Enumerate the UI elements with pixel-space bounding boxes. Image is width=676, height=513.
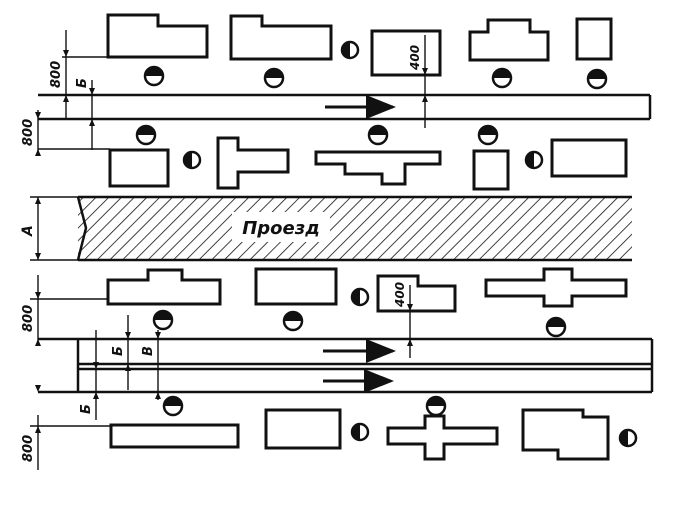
machine-outline [264, 408, 342, 450]
worker-marker-icon [618, 428, 638, 448]
worker-marker-icon [182, 150, 202, 170]
machine-row-2 [108, 136, 628, 191]
machine-outline [472, 149, 510, 191]
machine-outline [314, 150, 442, 186]
dimension-400-top: 400 [408, 45, 422, 71]
worker-markers-row-4 [162, 395, 638, 448]
worker-marker-icon [586, 68, 608, 90]
worker-marker-icon [340, 40, 360, 60]
dimension-b-mid: Б [111, 346, 126, 356]
machine-outline [106, 268, 222, 306]
machine-outline [216, 136, 290, 190]
machine-outline [521, 408, 610, 461]
dimension-ticks [35, 50, 428, 433]
conveyor-1 [38, 93, 652, 121]
dimension-b-low: Б [79, 404, 94, 414]
worker-marker-icon [162, 395, 184, 417]
worker-marker-icon [477, 124, 499, 146]
worker-marker-icon [350, 287, 370, 307]
dimension-800-row2: 800 [21, 119, 36, 146]
worker-marker-icon [152, 309, 174, 331]
machine-outline [106, 13, 209, 59]
passage-label: Проезд [242, 218, 320, 239]
worker-markers-row-2 [135, 124, 544, 170]
machine-row-4 [109, 408, 610, 461]
worker-marker-icon [367, 124, 389, 146]
dimension-b-top: Б [75, 78, 90, 88]
machine-outline [550, 138, 628, 178]
worker-marker-icon [263, 67, 285, 89]
worker-marker-icon [282, 310, 304, 332]
passage-strip [76, 195, 632, 262]
machine-outline [370, 29, 442, 77]
machine-outline [575, 17, 613, 61]
dimension-lines [30, 30, 426, 470]
dimension-400-low: 400 [393, 282, 407, 308]
machine-outline [108, 148, 170, 188]
machine-outline [229, 14, 333, 61]
dimension-800-top: 800 [49, 61, 64, 88]
machine-row-1 [106, 13, 613, 77]
worker-marker-icon [143, 65, 165, 87]
machine-outline [376, 274, 457, 313]
worker-marker-icon [350, 422, 370, 442]
machine-outline [468, 18, 550, 62]
worker-marker-icon [135, 124, 157, 146]
dimension-a: А [20, 225, 36, 237]
worker-marker-icon [491, 67, 513, 89]
conveyor-2-3 [38, 337, 654, 394]
machine-outline [254, 267, 338, 306]
dimension-800-bottom: 800 [21, 435, 36, 462]
machine-outline [109, 423, 240, 449]
machine-outline [484, 267, 628, 308]
worker-markers-row-3 [152, 287, 567, 338]
worker-marker-icon [545, 316, 567, 338]
worker-marker-icon [425, 395, 447, 417]
dimension-v: В [141, 346, 156, 356]
machine-row-3 [106, 267, 628, 313]
worker-markers-row-1 [143, 40, 608, 90]
machine-outline [386, 414, 499, 461]
worker-marker-icon [524, 150, 544, 170]
dimension-800-row3: 800 [21, 305, 36, 332]
